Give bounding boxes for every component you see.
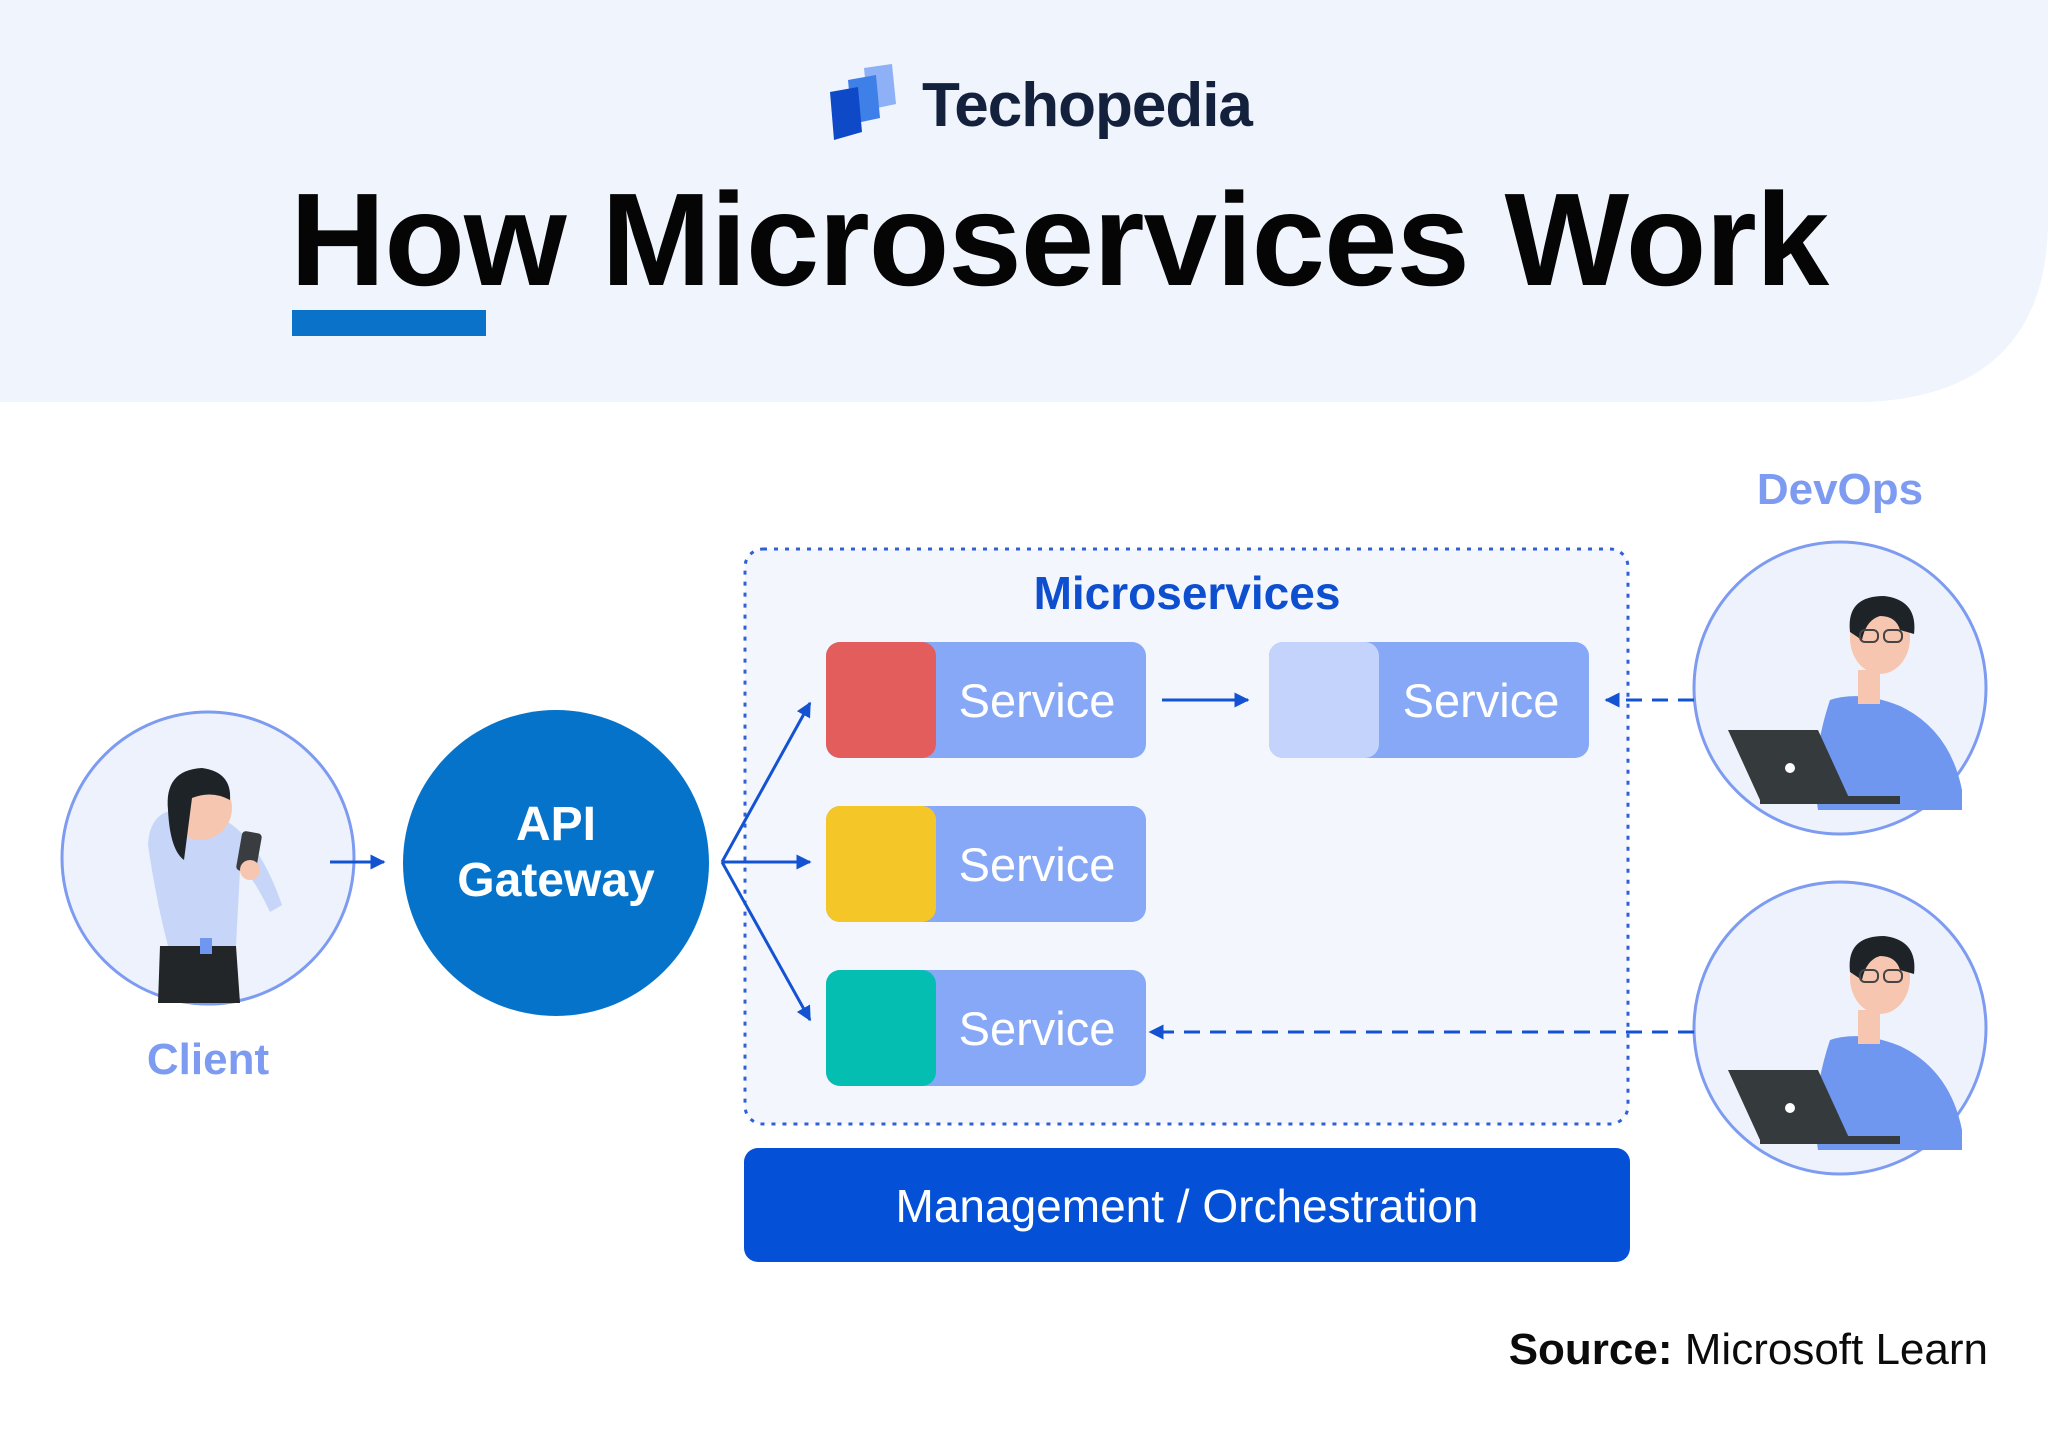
- microservices-label: Microservices: [1034, 567, 1341, 619]
- service-node: Service: [826, 642, 1146, 758]
- service-label: Service: [1403, 674, 1560, 727]
- service-node: Service: [1269, 642, 1589, 758]
- orchestration-bar: [744, 1148, 1630, 1262]
- service-label: Service: [959, 838, 1116, 891]
- hero-background: [0, 0, 2048, 402]
- devops-avatar-top: [1692, 540, 1988, 836]
- devops-avatar-bottom: [1692, 880, 1988, 1176]
- service-node: Service: [826, 970, 1146, 1086]
- client-avatar: [60, 710, 356, 1006]
- api-gateway-label-line2: Gateway: [457, 854, 655, 907]
- service-node: Service: [826, 806, 1146, 922]
- brand-name: Techopedia: [922, 71, 1253, 140]
- orchestration-label: Management / Orchestration: [896, 1180, 1479, 1232]
- arrow-gateway-to-service-4: [720, 861, 812, 1022]
- source-text: Microsoft Learn: [1684, 1325, 1988, 1374]
- arrow-gateway-to-service-1: [720, 701, 812, 863]
- source-prefix: Source:: [1508, 1325, 1673, 1374]
- api-gateway-label-line1: API: [516, 798, 596, 851]
- source-note: Source: Microsoft Learn: [1509, 1322, 1988, 1378]
- devops-label: DevOps: [1757, 465, 1923, 514]
- api-gateway-node: [403, 710, 709, 1016]
- service-label: Service: [959, 1002, 1116, 1055]
- title-underline: [292, 310, 486, 336]
- hero-shape: [0, 0, 2048, 402]
- techopedia-logo-icon: [830, 64, 896, 140]
- client-label: Client: [147, 1035, 270, 1084]
- page-title: How Microservices Work: [290, 166, 1829, 313]
- service-label: Service: [959, 674, 1116, 727]
